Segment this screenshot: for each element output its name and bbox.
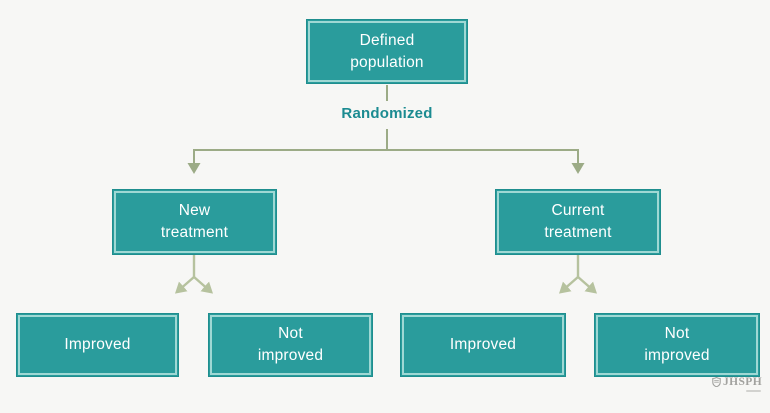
arrow-new-to-improved [174,276,195,294]
randomized-label: Randomized [341,105,433,122]
node-new-treatment-label: New treatment [160,202,229,241]
arrow-current-to-not-improved [577,276,598,294]
node-new-not-improved: Not improved [208,313,373,377]
node-current-not-improved: Not improved [594,313,760,377]
node-current-treatment-label: Current treatment [544,202,612,241]
node-current-improved-label: Improved [449,336,517,354]
node-new-improved: Improved [16,313,179,377]
node-current-improved: Improved [400,313,566,377]
arrow-current-to-improved [558,276,579,294]
node-new-not-improved-label: Not improved [257,325,324,364]
arrow-new-to-not-improved [193,276,214,294]
shield-icon [712,377,721,387]
node-current-treatment: Current treatment [495,189,661,255]
node-defined-population-label: Defined population [350,31,424,71]
jhsph-watermark: JHSPH [712,376,762,392]
logo-text: JHSPH [723,376,763,388]
node-new-improved-label: Improved [64,336,131,354]
node-current-not-improved-label: Not improved [644,325,710,364]
logo-subtext-smudge [746,390,762,392]
node-defined-population: Defined population [306,19,468,84]
node-new-treatment: New treatment [112,189,277,255]
